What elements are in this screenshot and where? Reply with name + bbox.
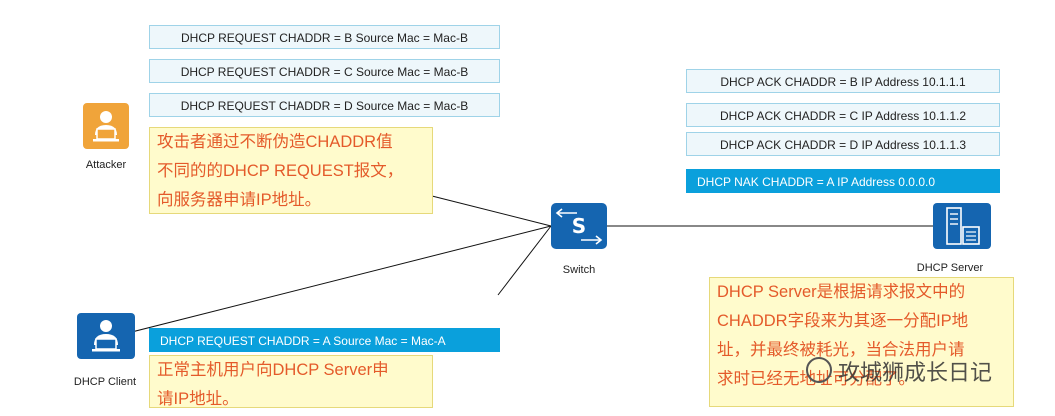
attacker-note-line-2: 不同的的DHCP REQUEST报文， [157,162,404,180]
link-attacker-switch [431,195,552,227]
server-label: DHCP Server [916,262,984,274]
server-note-line-3: 址，并最终被耗光，当合法用户请 [717,341,965,359]
svg-text:S: S [572,214,586,238]
link-client-switch-2 [107,225,552,339]
client-note-line-1: 正常主机用户向DHCP Server申 [157,361,389,379]
client-note-line-2: 请IP地址。 [157,390,239,408]
attacker-note-line-3: 向服务器申请IP地址。 [157,191,322,209]
client-request-a: DHCP REQUEST CHADDR = A Source Mac = Mac… [149,328,500,352]
client-label: DHCP Client [73,376,137,388]
watermark-wechat-icon [806,357,832,383]
switch-label: Switch [562,264,596,276]
server-ack-d: DHCP ACK CHADDR = D IP Address 10.1.1.3 [686,132,1000,156]
attacker-request-d: DHCP REQUEST CHADDR = D Source Mac = Mac… [149,93,500,117]
server-nak-a: DHCP NAK CHADDR = A IP Address 0.0.0.0 [686,169,1000,193]
server-note-line-1: DHCP Server是根据请求报文中的 [717,283,966,301]
attacker-request-c: DHCP REQUEST CHADDR = C Source Mac = Mac… [149,59,500,83]
server-note: DHCP Server是根据请求报文中的 CHADDR字段来为其逐一分配IP地 … [709,277,1014,407]
link-client-switch [497,225,552,296]
attacker-note-line-1: 攻击者通过不断伪造CHADDR值 [157,133,393,151]
attacker-label: Attacker [85,159,127,171]
switch-icon: S [551,203,607,249]
attacker-icon [83,103,129,149]
watermark-text: 攻城狮成长日记 [838,360,993,385]
server-ack-c: DHCP ACK CHADDR = C IP Address 10.1.1.2 [686,103,1000,127]
server-note-line-2: CHADDR字段来为其逐一分配IP地 [717,312,969,330]
attacker-note: 攻击者通过不断伪造CHADDR值 不同的的DHCP REQUEST报文， 向服务… [149,127,433,214]
attacker-request-b: DHCP REQUEST CHADDR = B Source Mac = Mac… [149,25,500,49]
client-icon [77,313,135,359]
client-note: 正常主机用户向DHCP Server申 请IP地址。 [149,355,433,408]
server-ack-b: DHCP ACK CHADDR = B IP Address 10.1.1.1 [686,69,1000,93]
server-icon [933,203,991,249]
